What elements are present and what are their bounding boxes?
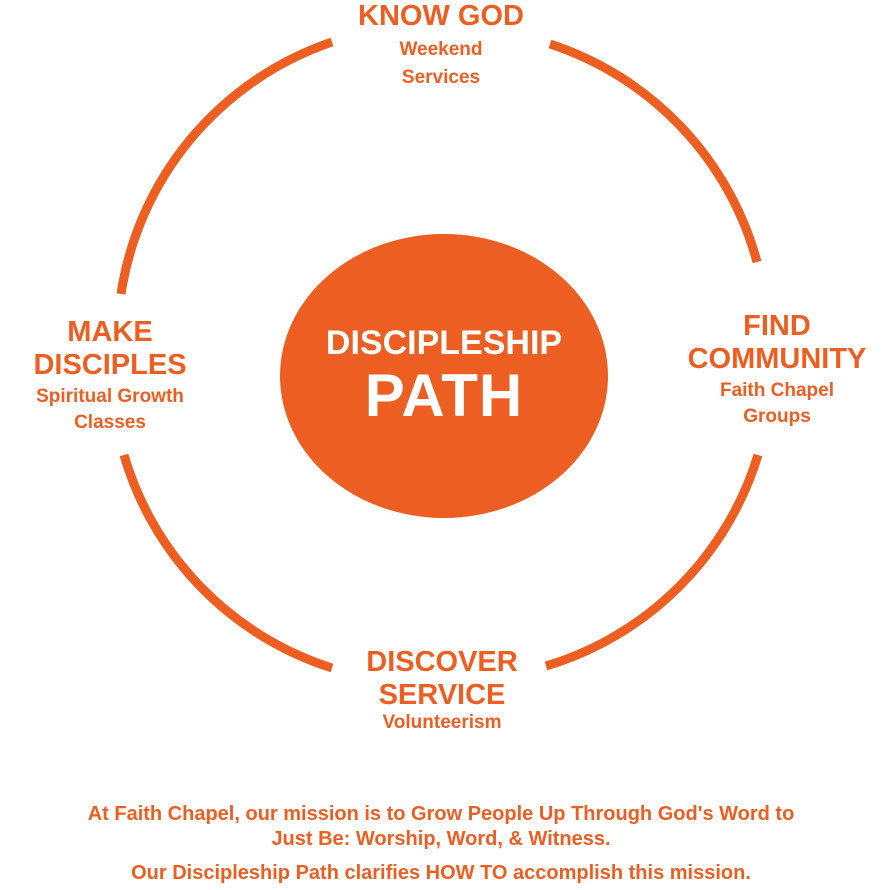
step-find-community: FIND COMMUNITY Faith Chapel Groups <box>672 310 882 428</box>
step-subtitle-line1: Faith Chapel <box>719 380 834 401</box>
center-title-line1: DISCIPLESHIP <box>325 324 563 362</box>
step-subtitle-line2: Groups <box>743 406 811 427</box>
arc-bottom-right <box>544 453 763 671</box>
center-title-line2: PATH <box>364 362 524 429</box>
center-circle: DISCIPLESHIP PATH <box>280 234 608 518</box>
path-statement: Our Discipleship Path clarifies HOW TO a… <box>131 862 751 884</box>
step-title-line2: COMMUNITY <box>687 343 867 375</box>
arc-top-left <box>116 37 334 295</box>
step-make-disciples: MAKE DISCIPLES Spiritual Growth Classes <box>0 316 220 434</box>
step-subtitle-line2: Services <box>401 67 481 88</box>
step-title: KNOW GOD <box>358 0 524 32</box>
mission-line2: Just Be: Worship, Word, & Witness. <box>271 828 611 850</box>
step-title-line1: FIND <box>743 310 811 342</box>
step-discover-service: DISCOVER SERVICE Volunteerism <box>300 646 584 734</box>
step-title-line1: DISCOVER <box>366 646 518 678</box>
step-subtitle: Volunteerism <box>382 712 502 733</box>
step-subtitle-line1: Weekend <box>399 39 483 60</box>
step-subtitle-line1: Spiritual Growth <box>36 386 184 407</box>
step-title-line1: MAKE <box>67 316 153 348</box>
mission-line1: At Faith Chapel, our mission is to Grow … <box>87 803 795 825</box>
step-title-line2: SERVICE <box>378 679 506 711</box>
mission-statement: At Faith Chapel, our mission is to Grow … <box>0 802 882 852</box>
step-subtitle-line2: Classes <box>74 412 146 433</box>
step-know-god: KNOW GOD Weekend Services <box>291 0 591 89</box>
arc-bottom-left <box>119 453 334 673</box>
arc-top-right <box>548 39 762 264</box>
step-title-line2: DISCIPLES <box>33 349 187 381</box>
